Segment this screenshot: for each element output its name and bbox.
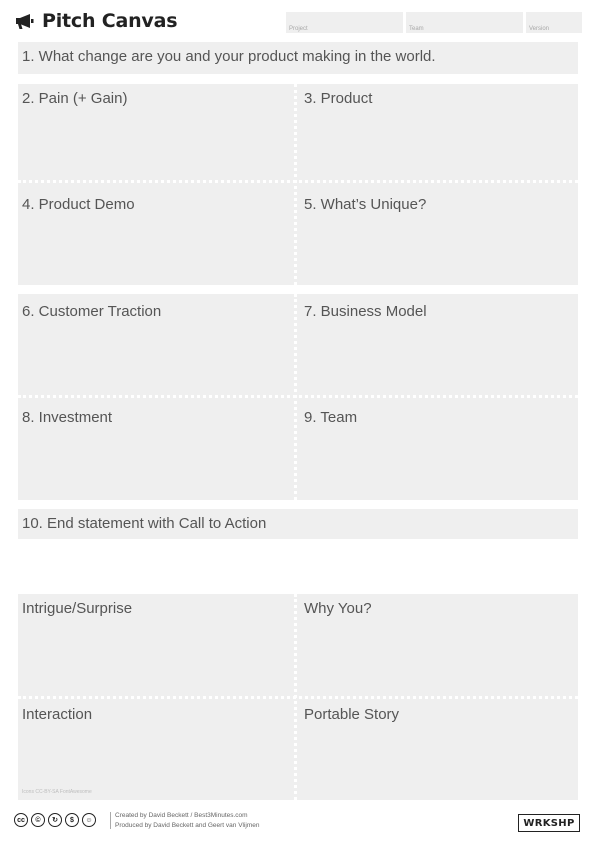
- intrigue-surprise-label: Intrigue/Surprise: [22, 600, 133, 617]
- cc-icon: cc: [14, 813, 28, 827]
- team-field[interactable]: Team: [406, 12, 523, 33]
- megaphone-icon: [15, 13, 35, 30]
- version-field-label: Version: [529, 26, 550, 32]
- team-field-label: Team: [409, 26, 424, 32]
- horizontal-divider: [18, 696, 578, 699]
- version-field[interactable]: Version: [526, 12, 582, 33]
- page-header: Pitch Canvas: [15, 10, 178, 32]
- icons-credit: Icons CC-BY-SA FontAwesome: [22, 789, 92, 795]
- block-traction-model-investment-team: 6. Customer Traction 7. Business Model 8…: [18, 294, 578, 500]
- section-change-panel[interactable]: 1. What change are you and your product …: [18, 42, 578, 74]
- license-icons: cc © ↻ $ ☺: [14, 813, 96, 827]
- section-investment-label: 8. Investment: [22, 409, 113, 426]
- project-field[interactable]: Project: [286, 12, 403, 33]
- project-field-label: Project: [289, 26, 308, 32]
- portable-story-label: Portable Story: [304, 706, 400, 723]
- section-product-demo-label: 4. Product Demo: [22, 196, 135, 213]
- horizontal-divider: [18, 180, 578, 183]
- vertical-divider: [294, 84, 297, 285]
- section-business-model-label: 7. Business Model: [304, 303, 427, 320]
- section-unique-label: 5. What’s Unique?: [304, 196, 427, 213]
- page-title: Pitch Canvas: [42, 10, 178, 32]
- non-commercial-icon: $: [65, 813, 79, 827]
- block-extras: Intrigue/Surprise Why You? Interaction P…: [18, 594, 578, 800]
- share-alike-icon: ↻: [48, 813, 62, 827]
- interaction-label: Interaction: [22, 706, 93, 723]
- section-change-label: 1. What change are you and your product …: [22, 48, 436, 65]
- footer-separator: [110, 812, 111, 829]
- section-traction-label: 6. Customer Traction: [22, 303, 162, 320]
- section-product-label: 3. Product: [304, 90, 373, 107]
- produced-by-credit: Produced by David Beckett and Geert van …: [115, 822, 260, 829]
- block-pain-product-demo-unique: 2. Pain (+ Gain) 3. Product 4. Product D…: [18, 84, 578, 285]
- person-icon: ☺: [82, 813, 96, 827]
- why-you-label: Why You?: [304, 600, 372, 617]
- section-pain-label: 2. Pain (+ Gain): [22, 90, 128, 107]
- attribution-icon: ©: [31, 813, 45, 827]
- section-call-to-action-label: 10. End statement with Call to Action: [22, 515, 267, 532]
- horizontal-divider: [18, 395, 578, 398]
- wrkshp-logo: WRKSHP: [518, 814, 580, 832]
- created-by-credit: Created by David Beckett / Best3Minutes.…: [115, 812, 248, 819]
- section-call-to-action-panel[interactable]: 10. End statement with Call to Action: [18, 509, 578, 539]
- section-team-label: 9. Team: [304, 409, 358, 426]
